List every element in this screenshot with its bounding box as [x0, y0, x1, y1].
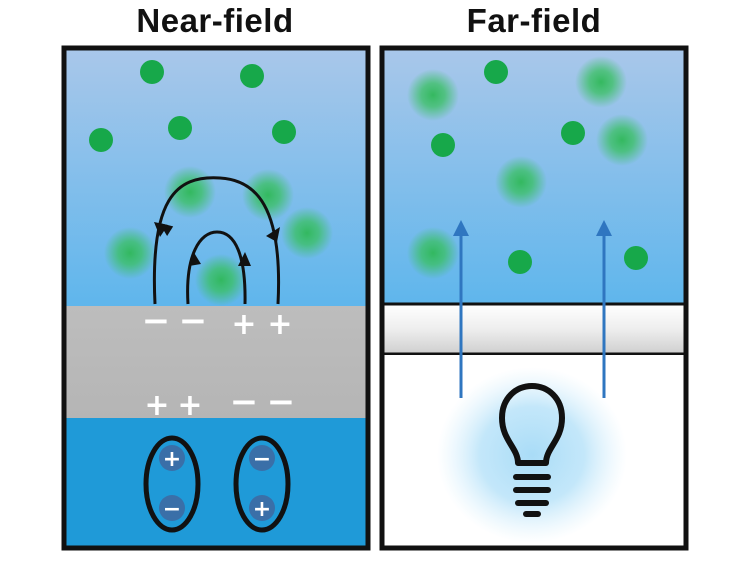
- near-field-metal-layer: [64, 306, 368, 418]
- dipole-pole: [249, 495, 275, 521]
- dipole-left: + −: [143, 435, 201, 533]
- near-field-blue-substrate: [64, 418, 368, 548]
- far-field-title: Far-field: [466, 2, 602, 39]
- dipole-pole: [249, 445, 275, 471]
- charge-sign: −: [142, 301, 171, 341]
- far-field-panel: [379, 45, 689, 551]
- arrowhead-icon: [189, 251, 201, 266]
- excited-molecule: [495, 156, 547, 208]
- arrow-up-icon: [453, 220, 469, 236]
- charge-sign: +: [267, 307, 292, 342]
- dipole-top-sign: −: [253, 447, 271, 472]
- charge-sign: +: [177, 388, 202, 423]
- near-field-field-arrowheads: [154, 222, 280, 266]
- dipole-outline: [233, 435, 291, 533]
- molecule-dot: [240, 64, 264, 88]
- molecule-dot: [89, 128, 113, 152]
- charge-sign: +: [231, 307, 256, 342]
- arrow-up-icon: [596, 220, 612, 236]
- molecule-dot: [484, 60, 508, 84]
- molecule-dot: [561, 121, 585, 145]
- near-field-border: [61, 45, 371, 551]
- excited-molecule: [195, 254, 247, 306]
- dipole-bottom-sign: +: [253, 497, 271, 522]
- near-field-panel: − − + + + + − − + − − +: [61, 45, 371, 551]
- dipole-top-sign: +: [163, 447, 181, 472]
- molecule-dot: [140, 60, 164, 84]
- excited-molecule: [104, 227, 156, 279]
- emission-arrows: [453, 220, 612, 398]
- arrowhead-icon: [154, 222, 168, 237]
- molecule-dot: [624, 246, 648, 270]
- far-field-molecules: [431, 60, 648, 274]
- molecule-dot: [168, 116, 192, 140]
- dipole-pole: [159, 445, 185, 471]
- far-field-mirror-layer: [384, 304, 686, 354]
- molecule-dot: [272, 120, 296, 144]
- dipole-outline: [143, 435, 201, 533]
- arrowhead-icon: [266, 227, 280, 242]
- charge-sign: −: [179, 301, 208, 341]
- lightbulb-icon: [499, 383, 565, 517]
- charge-sign: −: [267, 382, 296, 422]
- excited-molecule: [281, 207, 333, 259]
- metal-charges-top: − − + +: [142, 301, 293, 342]
- near-field-molecules: [89, 60, 296, 152]
- bulb-glow: [437, 367, 627, 543]
- excited-molecule: [407, 227, 459, 279]
- excited-molecule: [596, 114, 648, 166]
- dipole-right: − +: [233, 435, 291, 533]
- dipole-pole: [159, 495, 185, 521]
- near-field-title: Near-field: [136, 2, 294, 39]
- molecule-dot: [431, 133, 455, 157]
- metal-charges-bottom: + + − −: [144, 382, 295, 423]
- charge-sign: +: [144, 388, 169, 423]
- far-field-excited-molecules: [407, 56, 648, 279]
- inner-field-line: [186, 230, 247, 305]
- arrowhead-icon: [238, 252, 251, 266]
- far-field-border: [379, 45, 689, 551]
- excited-molecule: [242, 169, 294, 221]
- excited-molecule: [575, 56, 627, 108]
- excited-molecule: [164, 166, 216, 218]
- charge-sign: −: [230, 382, 259, 422]
- dipole-bottom-sign: −: [163, 497, 181, 522]
- molecule-dot: [508, 250, 532, 274]
- excited-molecule: [407, 69, 459, 121]
